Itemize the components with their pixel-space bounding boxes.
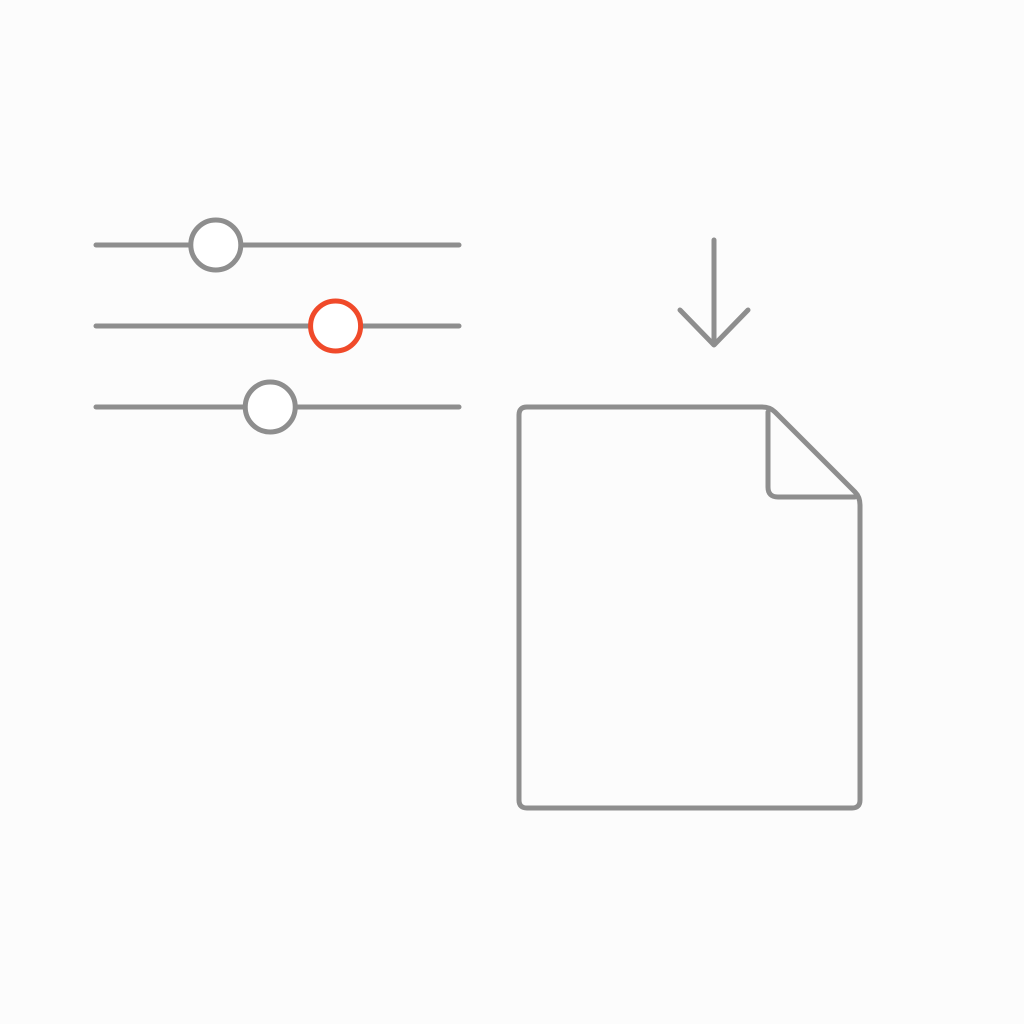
slider-1-handle[interactable] [188,217,244,273]
slider-2-handle[interactable] [308,298,364,354]
slider-group [93,217,462,435]
document-icon[interactable] [516,404,863,811]
document-fold [765,409,858,500]
slider-2[interactable] [93,298,462,354]
arrow-down-icon[interactable] [677,237,751,348]
slider-3-handle[interactable] [242,379,298,435]
slider-1[interactable] [93,217,462,273]
slider-3[interactable] [93,379,462,435]
